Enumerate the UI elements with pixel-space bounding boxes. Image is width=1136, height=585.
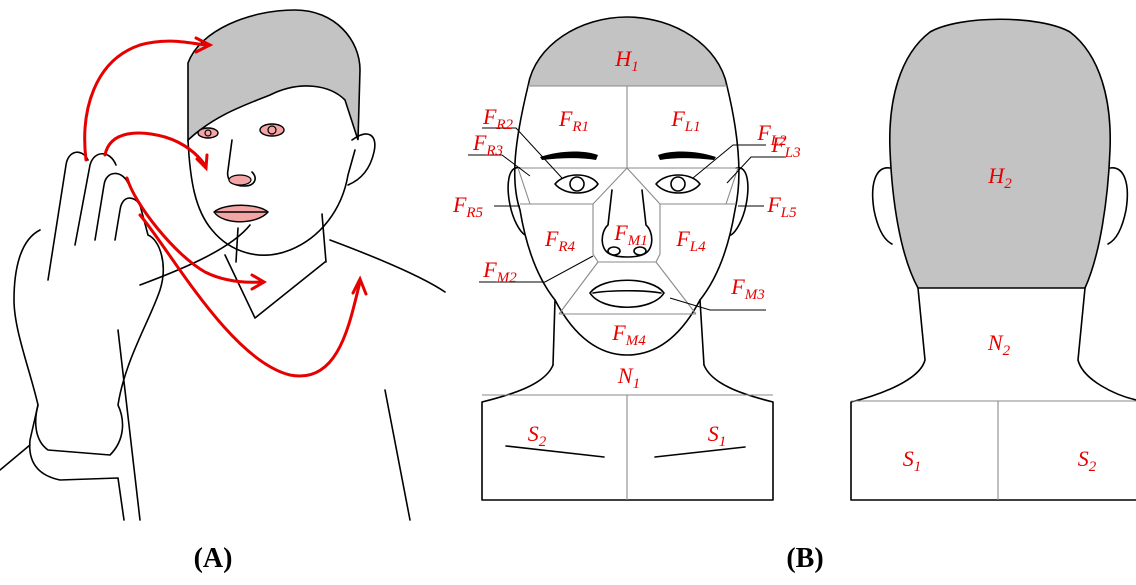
front-right-eyebrow bbox=[658, 151, 716, 160]
zone-label-fm1: FM1 bbox=[613, 220, 647, 249]
zone-label-fm4: FM4 bbox=[611, 320, 646, 349]
zone-label-n1: N1 bbox=[617, 363, 640, 392]
mouth-shape bbox=[214, 205, 268, 222]
sleeve-outline bbox=[0, 405, 124, 520]
arrow-to-chest bbox=[140, 215, 360, 376]
front-left-clavicle bbox=[506, 446, 604, 457]
front-left-eyebrow bbox=[540, 151, 598, 160]
zone-label-n2: N2 bbox=[987, 330, 1011, 359]
zone-label-s1-front: S1 bbox=[708, 421, 727, 450]
zone-label-fm3: FM3 bbox=[730, 274, 764, 303]
back-hair-shape bbox=[890, 19, 1110, 288]
front-left-nostril bbox=[608, 247, 620, 255]
zone-label-s2-front: S2 bbox=[528, 421, 547, 450]
panel-b-caption: (B) bbox=[786, 543, 823, 574]
hair-shape bbox=[188, 10, 360, 140]
zone-label-fl4: FL4 bbox=[675, 226, 706, 255]
back-right-ear bbox=[1108, 168, 1127, 244]
panel-b-back-head bbox=[851, 19, 1136, 500]
arrow-to-head bbox=[85, 41, 205, 160]
face-outline bbox=[188, 140, 355, 255]
front-left-iris bbox=[570, 177, 584, 191]
zone-label-s1-back: S1 bbox=[903, 446, 922, 475]
zone-label-fr3: FR3 bbox=[472, 130, 503, 159]
collar-outline bbox=[225, 255, 325, 318]
zone-label-fr4: FR4 bbox=[544, 226, 576, 255]
front-mouth-outline bbox=[590, 280, 664, 307]
zone-label-fr2: FR2 bbox=[482, 104, 514, 133]
zone-label-fl1: FL1 bbox=[670, 106, 700, 135]
panel-b-back-grid bbox=[851, 401, 1136, 500]
nose-tip-shape bbox=[229, 175, 251, 185]
front-right-iris bbox=[671, 177, 685, 191]
back-left-ear bbox=[873, 168, 892, 244]
zone-label-s2-back: S2 bbox=[1078, 446, 1097, 475]
zone-label-fm2: FM2 bbox=[482, 257, 517, 286]
front-mouth-line bbox=[593, 291, 661, 293]
panel-a-caption: (A) bbox=[194, 543, 233, 574]
zone-label-fl5: FL5 bbox=[766, 192, 797, 221]
front-right-clavicle bbox=[655, 447, 745, 457]
panel-a-illustration bbox=[0, 10, 445, 520]
zone-label-fr5: FR5 bbox=[452, 192, 484, 221]
zone-label-fr1: FR1 bbox=[558, 106, 589, 135]
